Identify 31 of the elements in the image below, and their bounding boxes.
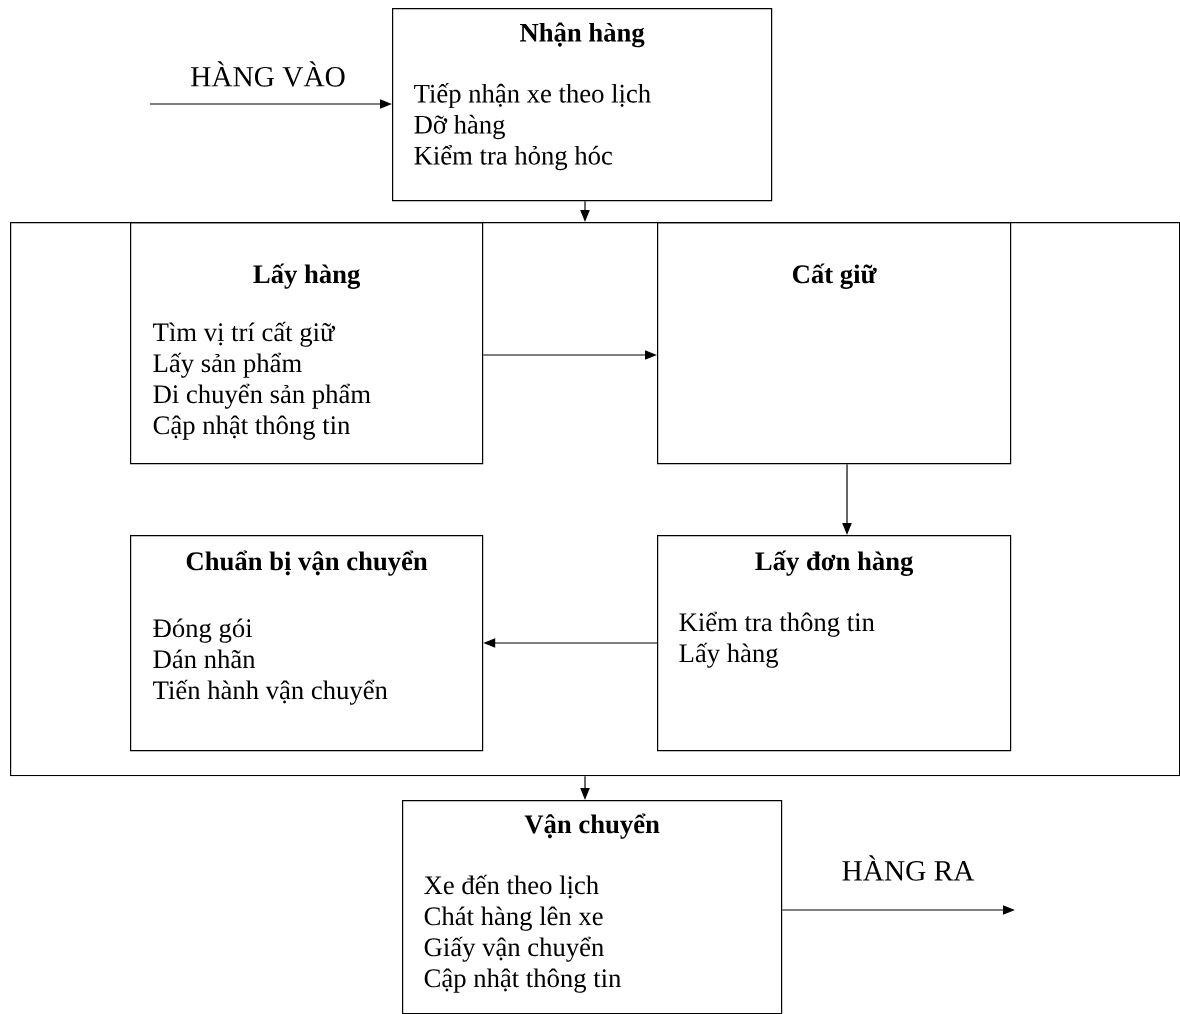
process-box: [402, 800, 783, 1014]
group-frame: [10, 222, 1180, 777]
heading: Chuẩn bị vận chuyển: [186, 550, 428, 576]
step-text: Giấy vận chuyển: [424, 936, 604, 962]
step-text: Lấy hàng: [679, 642, 779, 668]
step-text: Di chuyển sản phẩm: [153, 383, 371, 409]
heading: Nhận hàng: [520, 22, 645, 48]
step-text: Kiểm tra hỏng hóc: [414, 145, 612, 171]
step-text: Tiếp nhận xe theo lịch: [414, 83, 651, 109]
edge-label: HÀNG RA: [842, 855, 975, 881]
step-text: Dán nhãn: [153, 649, 256, 669]
step-text: Cập nhật thông tin: [153, 415, 350, 440]
step-text: Lấy sản phẩm: [153, 352, 302, 378]
heading: Vận chuyển: [524, 813, 660, 839]
step-text: Cập nhật thông tin: [424, 968, 621, 993]
step-text: Chát hàng lên xe: [424, 906, 603, 931]
heading: Cất giữ: [792, 263, 877, 289]
step-text: Tìm vị trí cất giữ: [153, 321, 336, 347]
step-text: Kiểm tra thông tin: [679, 611, 875, 637]
process-box: [392, 8, 773, 202]
heading: Lấy đơn hàng: [755, 550, 914, 576]
step-text: Tiến hành vận chuyển: [153, 679, 388, 705]
process-box: [130, 222, 484, 465]
step-text: Đóng gói: [153, 618, 253, 643]
edge-label: HÀNG VÀO: [191, 61, 345, 87]
process-box: [657, 222, 1012, 465]
step-text: Dỡ hàng: [414, 114, 505, 140]
process-box: [130, 535, 484, 752]
step-text: Xe đến theo lịch: [424, 874, 599, 899]
heading: Lấy hàng: [253, 263, 361, 289]
process-box: [657, 535, 1012, 752]
